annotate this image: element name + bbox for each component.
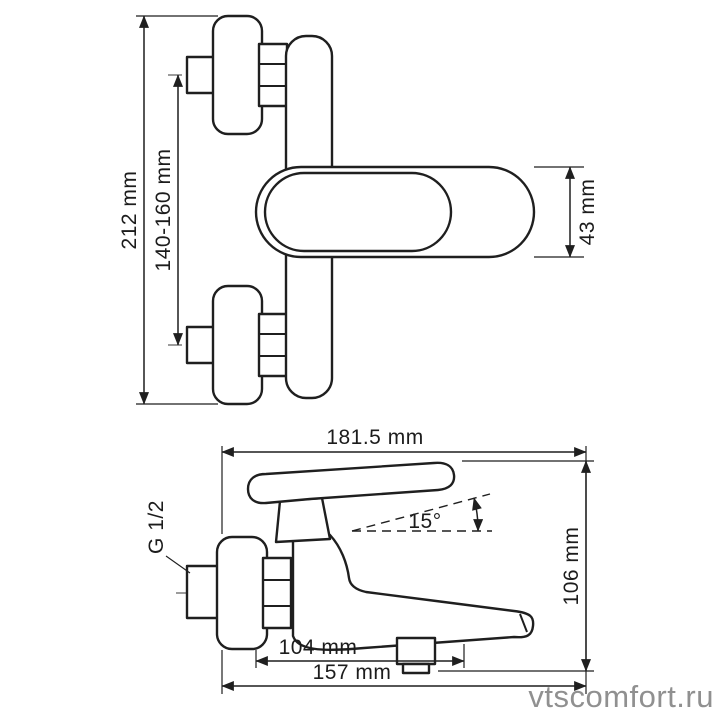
front-bottom-mount-flange	[211, 284, 264, 406]
side-mount-hex-nut	[261, 556, 293, 630]
dim-label-mounting-distance: 140-160 mm	[152, 149, 175, 272]
front-top-mount-flange	[211, 14, 264, 136]
handle-angle-annotation: 15°	[351, 493, 492, 533]
angle-rotated-line	[351, 493, 491, 532]
thread-size-annotation: G 1/2	[145, 500, 191, 574]
front-bottom-mount-hex-nut	[257, 312, 289, 378]
dim-label-handle-angle: 15°	[408, 510, 441, 533]
handle-lever	[246, 461, 456, 505]
dim-label-height-side: 106 mm	[560, 527, 583, 606]
dim-overall-height: 212 mm	[118, 15, 218, 405]
dim-label-spout-reach: 104 mm	[279, 636, 358, 659]
dim-overall-depth: 157 mm	[221, 661, 587, 691]
dim-overall-width: 181.5 mm	[221, 426, 587, 457]
watermark-text: vtscomfort.ru	[528, 679, 714, 714]
dim-body-height: 43 mm	[534, 166, 599, 258]
front-mixer-body-inner	[263, 171, 453, 253]
aerator-housing	[395, 636, 437, 666]
dim-label-overall-height: 212 mm	[118, 171, 141, 250]
dim-mounting-distance: 140-160 mm	[152, 74, 183, 346]
front-top-mount-hex-nut	[257, 42, 289, 108]
side-body-and-spout	[291, 533, 535, 652]
side-mount-flange	[215, 535, 269, 651]
spout-tip-edge-line	[519, 613, 528, 633]
leader-line	[165, 555, 191, 574]
dim-label-body-height: 43 mm	[576, 179, 599, 246]
handle-neck	[274, 496, 332, 544]
angle-arc	[472, 497, 484, 532]
front-view: 212 mm 140-160 mm 43 mm	[118, 14, 599, 406]
dim-label-overall-depth: 157 mm	[313, 661, 392, 684]
side-view: 15° G 1/2 181.5 mm 106 mm	[145, 426, 594, 694]
aerator-nut	[401, 662, 431, 675]
dim-spout-reach: 104 mm	[255, 636, 465, 668]
side-mount-pipe	[185, 564, 221, 620]
dim-overall-height-side: 106 mm	[438, 460, 594, 672]
dim-label-overall-width: 181.5 mm	[326, 426, 423, 449]
dim-label-thread-size: G 1/2	[145, 500, 168, 554]
